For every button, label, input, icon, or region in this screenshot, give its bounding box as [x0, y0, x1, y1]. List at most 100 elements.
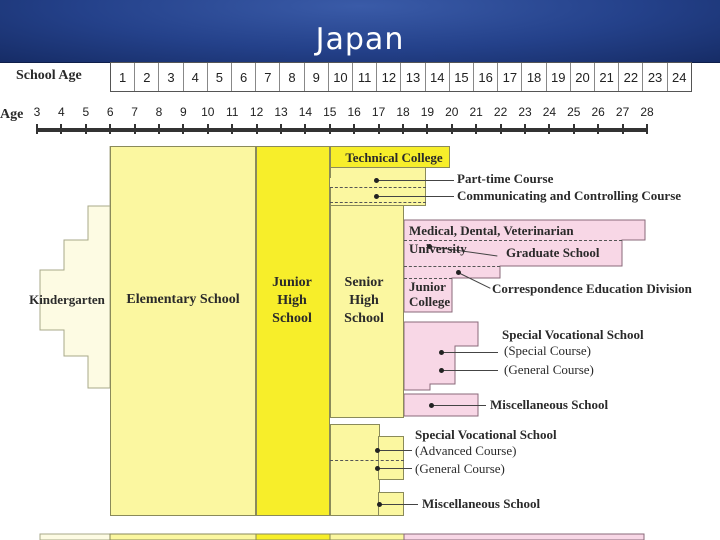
age-tick — [524, 124, 526, 134]
dashed-divider — [404, 266, 500, 267]
vocational-step-2 — [378, 436, 404, 480]
school-age-cell: 23 — [643, 63, 668, 91]
connector-dot — [439, 368, 444, 373]
school-age-cell: 14 — [426, 63, 450, 91]
connector-dot — [429, 403, 434, 408]
correspondence-label: Correspondence Education Division — [492, 281, 692, 296]
school-age-cell: 3 — [159, 63, 184, 91]
misc2-label: Miscellaneous School — [422, 496, 541, 511]
junior-high-label: Junior High School — [272, 275, 312, 326]
connector-dot — [456, 270, 461, 275]
school-age-cell: 7 — [256, 63, 281, 91]
school-age-cell: 4 — [184, 63, 208, 91]
university-block — [403, 219, 646, 313]
age-ruler — [37, 128, 647, 132]
school-age-cell: 2 — [135, 63, 160, 91]
svs2-general-label: (General Course) — [415, 461, 505, 476]
school-age-cell: 11 — [353, 63, 378, 91]
age-label-value: 20 — [445, 105, 459, 119]
part-time-step — [330, 178, 402, 188]
vocational-block-1 — [403, 321, 479, 391]
age-tick — [426, 124, 429, 134]
connector-line — [442, 370, 498, 371]
school-age-cell: 13 — [401, 63, 426, 91]
school-age-cell: 6 — [232, 63, 257, 91]
age-label-value: 22 — [493, 105, 508, 119]
part-time-label: Part-time Course — [457, 171, 554, 186]
age-label-value: 24 — [542, 105, 557, 119]
connector-dot — [374, 194, 379, 199]
age-tick — [548, 124, 551, 134]
connector-line — [378, 180, 454, 181]
age-tick — [60, 124, 63, 134]
vocational-block-2 — [330, 424, 380, 516]
communicating-label: Communicating and Controlling Course — [457, 188, 682, 203]
age-tick — [36, 124, 38, 134]
age-label-value: 4 — [58, 105, 65, 119]
senior-high-label: Senior High School — [344, 275, 384, 326]
connector-line — [442, 352, 498, 353]
misc1-label: Miscellaneous School — [490, 397, 609, 412]
age-tick — [402, 124, 404, 134]
school-age-cell: 17 — [498, 63, 523, 91]
school-age-label: School Age — [16, 68, 82, 83]
university-label: University — [409, 241, 467, 256]
kindergarten-label: Kindergarten — [29, 292, 105, 307]
age-tick — [84, 124, 87, 134]
age-tick — [646, 124, 648, 134]
school-age-cell: 1 — [111, 63, 136, 91]
age-tick — [621, 124, 624, 134]
dashed-divider — [404, 240, 622, 241]
dashed-divider — [330, 460, 404, 461]
age-label-value: 3 — [33, 105, 41, 119]
age-tick — [475, 124, 478, 134]
svs1-label: Special Vocational School — [502, 327, 644, 342]
school-age-cell: 22 — [619, 63, 644, 91]
school-age-cell: 21 — [595, 63, 620, 91]
age-tick — [353, 124, 356, 134]
connector-dot — [374, 178, 379, 183]
connector-dot — [439, 350, 444, 355]
age-label-value: 19 — [420, 105, 435, 119]
school-age-cell: 19 — [547, 63, 571, 91]
school-age-cell: 9 — [305, 63, 329, 91]
school-age-cell: 15 — [450, 63, 475, 91]
age-tick — [158, 124, 160, 134]
age-label-value: 13 — [274, 105, 288, 119]
connector-line — [378, 450, 412, 451]
age-tick — [450, 124, 453, 134]
age-tick — [597, 124, 600, 134]
junior-high-block — [256, 146, 330, 516]
school-age-cell: 16 — [474, 63, 499, 91]
age-tick — [255, 124, 258, 134]
school-age-cell: 12 — [377, 63, 402, 91]
age-tick — [231, 124, 234, 134]
elementary-label: Elementary School — [126, 292, 240, 307]
age-label-value: 11 — [225, 105, 239, 119]
age-tick — [572, 124, 575, 134]
connector-line — [380, 504, 418, 505]
age-label-value: 10 — [201, 105, 215, 119]
age-label-value: 28 — [640, 105, 654, 119]
age-label-value: 7 — [131, 105, 138, 119]
age-tick — [328, 124, 331, 134]
age-tick — [182, 124, 185, 134]
age-label: Age — [0, 107, 24, 122]
school-age-cell: 20 — [571, 63, 596, 91]
age-label-value: 27 — [615, 105, 630, 119]
age-label-value: 18 — [396, 105, 410, 119]
age-label-value: 16 — [347, 105, 361, 119]
svs2-advanced-label: (Advanced Course) — [415, 443, 517, 458]
age-tick — [280, 124, 282, 134]
age-label-value: 12 — [249, 105, 264, 119]
technical-college-label: Technical College — [345, 150, 443, 165]
age-label-value: 21 — [469, 105, 483, 119]
age-label-value: 6 — [106, 105, 114, 119]
elementary-school-block — [110, 146, 256, 516]
connector-dot — [375, 448, 380, 453]
age-tick — [304, 124, 307, 134]
connector-dot — [375, 466, 380, 471]
technical-college-block — [330, 146, 450, 168]
school-age-cell: 8 — [280, 63, 305, 91]
